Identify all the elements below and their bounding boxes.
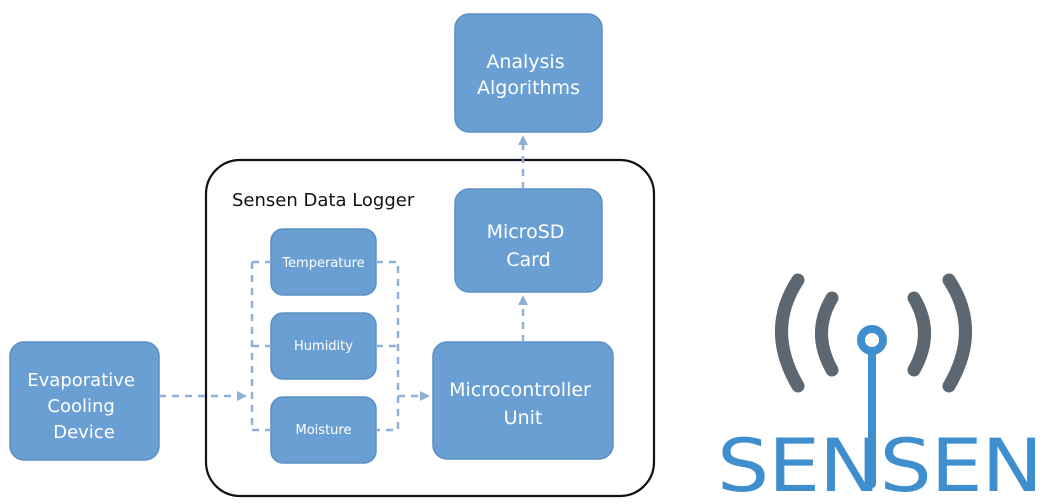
microcontroller-line-1: Microcontroller (449, 379, 591, 401)
moisture-sensor-node: Moisture (270, 396, 377, 464)
evaporative-line-2: Cooling (47, 396, 114, 417)
edge-left-bus (250, 260, 271, 432)
right-inner-arc (907, 291, 931, 377)
antenna-icon (857, 325, 887, 488)
wireless-signal-icon (775, 273, 972, 393)
analysis-line-2: Algorithms (477, 77, 580, 99)
temperature-label: Temperature (281, 256, 364, 271)
evaporative-cooling-device-node: Evaporative Cooling Device (9, 341, 160, 461)
sensen-logo: SENSEN (717, 273, 1043, 504)
left-inner-arc (815, 291, 839, 377)
svg-text:Analysis Algorithms: Analysis Algorithms (477, 51, 580, 99)
temperature-sensor-node: Temperature (270, 228, 377, 296)
data-logger-group (204, 158, 656, 498)
sensen-logo-text: SENSEN (717, 424, 1042, 504)
microsd-line-2: Card (506, 249, 550, 271)
evaporative-line-1: Evaporative (27, 370, 135, 391)
data-logger-title: Sensen Data Logger (232, 190, 415, 211)
analysis-line-1: Analysis (486, 51, 564, 73)
svg-text:Microcontroller Unit: Microcontroller Unit (449, 379, 597, 429)
right-outer-arc (942, 273, 972, 393)
left-outer-arc (775, 273, 805, 393)
svg-text:Humidity: Humidity (294, 339, 353, 354)
svg-text:Evaporative Cooling: Evaporative Cooling Device (27, 370, 140, 443)
microsd-card-node: MicroSD Card (454, 188, 603, 293)
analysis-algorithms-node: Analysis Algorithms (454, 13, 603, 133)
humidity-label: Humidity (294, 339, 353, 354)
evaporative-line-3: Device (53, 422, 115, 443)
microcontroller-line-2: Unit (504, 407, 543, 429)
svg-text:MicroSD Card: MicroSD Card (487, 221, 571, 271)
svg-text:Moisture: Moisture (296, 423, 352, 438)
humidity-sensor-node: Humidity (270, 312, 377, 380)
microsd-line-1: MicroSD (487, 221, 565, 243)
svg-text:Temperature: Temperature (281, 256, 364, 271)
diagram-connectors (159, 135, 528, 432)
moisture-label: Moisture (296, 423, 352, 438)
edge-right-bus (376, 260, 400, 432)
microcontroller-unit-node: Microcontroller Unit (432, 341, 614, 460)
